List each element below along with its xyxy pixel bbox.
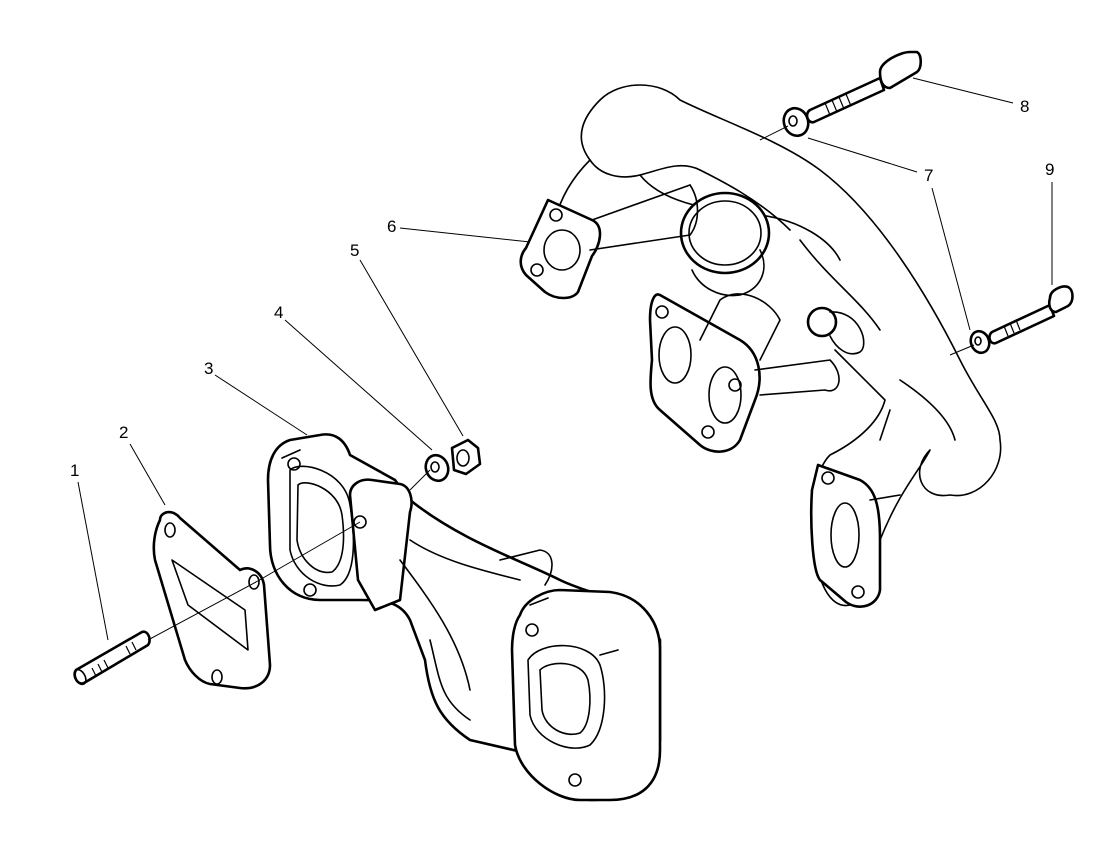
callout-9: 9: [1045, 160, 1055, 179]
bolt-8-assembly: [782, 50, 923, 138]
callout-8: 8: [1020, 97, 1030, 116]
callout-1: 1: [70, 461, 80, 480]
callout-3: 3: [204, 359, 214, 378]
washer-and-nut: [424, 438, 482, 483]
callout-6: 6: [387, 217, 397, 236]
callout-5: 5: [350, 241, 360, 260]
stud: [73, 630, 151, 686]
lower-manifold: [266, 433, 662, 802]
bolt-9-assembly: [969, 285, 1074, 355]
gasket: [152, 510, 272, 690]
callout-2: 2: [119, 423, 129, 442]
callout-4: 4: [274, 303, 284, 322]
leader-lines: [77, 77, 1053, 641]
callout-7: 7: [924, 166, 934, 185]
upper-manifold: [519, 84, 1002, 608]
